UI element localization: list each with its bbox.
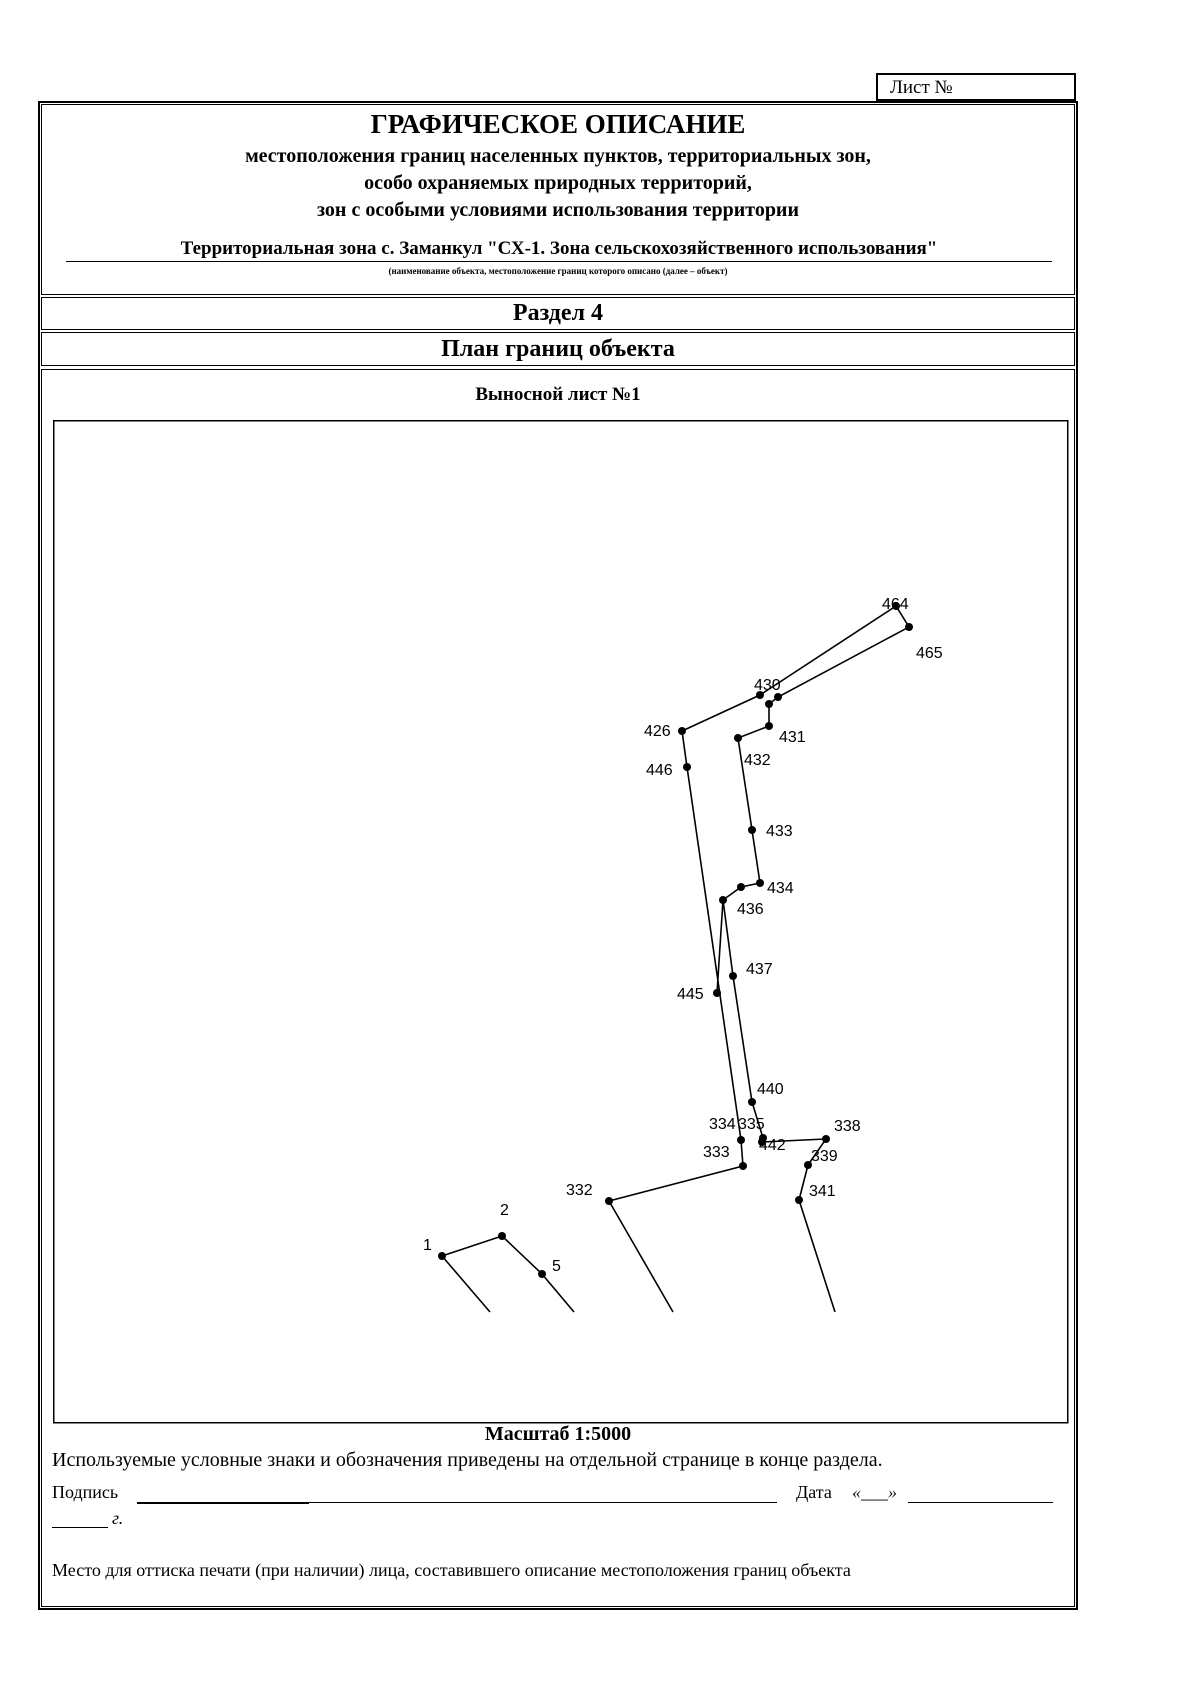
sheet-number-box: Лист №	[876, 73, 1076, 101]
plan-title: План границ объекта	[41, 332, 1075, 366]
date-year-line	[52, 1527, 108, 1528]
vertex-label-5: 5	[552, 1258, 561, 1275]
sheet-subtitle: Выносной лист №1	[475, 384, 641, 405]
boundary-vertex-446	[683, 763, 691, 771]
plan-body-frame	[41, 369, 1075, 1607]
signature-line	[137, 1502, 777, 1503]
vertex-label-334: 334	[709, 1116, 736, 1133]
form-subtitle-line-1: местоположения границ населенных пунктов…	[245, 145, 871, 167]
sheet-number-label: Лист №	[890, 77, 953, 98]
boundary-vertex-436	[719, 896, 727, 904]
object-name-note: (наименование объекта, местоположение гр…	[388, 266, 728, 276]
seal-note: Место для оттиска печати (при наличии) л…	[52, 1560, 851, 1580]
vertex-label-446: 446	[646, 762, 673, 779]
vertex-label-333: 333	[703, 1144, 730, 1161]
boundary-vertex-440	[748, 1098, 756, 1106]
map-scale: Масштаб 1:5000	[484, 1423, 632, 1445]
boundary-vertex-432	[734, 734, 742, 742]
boundary-vertex-430a	[756, 691, 764, 699]
vertex-label-1: 1	[423, 1237, 432, 1254]
vertex-label-436: 436	[737, 901, 764, 918]
boundary-line-4	[607, 604, 911, 1313]
year-suffix: г.	[112, 1508, 124, 1528]
boundary-vertex-430b	[765, 700, 773, 708]
vertex-label-431: 431	[779, 729, 806, 746]
vertex-label-464: 464	[882, 596, 909, 613]
vertex-label-339: 339	[811, 1148, 838, 1165]
form-title: ГРАФИЧЕСКОЕ ОПИСАНИЕ	[370, 109, 746, 139]
map-frame	[53, 420, 1069, 1424]
vertex-label-426: 426	[644, 723, 671, 740]
form-subtitle-line-3: зон с особыми условиями использования те…	[317, 199, 799, 221]
vertex-label-335: 335	[738, 1116, 765, 1133]
boundary-vertex-2	[498, 1232, 506, 1240]
signature-label: Подпись	[52, 1482, 119, 1502]
boundary-vertex-333	[739, 1162, 747, 1170]
vertex-label-432: 432	[744, 752, 771, 769]
boundary-vertex-437	[729, 972, 737, 980]
legend-note: Используемые условные знаки и обозначени…	[52, 1449, 883, 1471]
boundary-vertex-465	[905, 623, 913, 631]
boundary-vertex-434	[756, 879, 764, 887]
vertex-label-434: 434	[767, 880, 794, 897]
vertex-label-433: 433	[766, 823, 793, 840]
boundary-vertex-433	[748, 826, 756, 834]
form-outer-frame	[38, 101, 1078, 1610]
boundary-line-1	[441, 1235, 543, 1275]
vertex-label-338: 338	[834, 1118, 861, 1135]
vertex-label-332: 332	[566, 1182, 593, 1199]
object-name: Территориальная зона с. Заманкул "СХ-1. …	[66, 238, 1052, 262]
boundary-vertex-339	[804, 1161, 812, 1169]
vertex-label-442: 442	[759, 1137, 786, 1154]
vertex-label-445: 445	[677, 986, 704, 1003]
boundary-line-3	[541, 1273, 575, 1313]
vertex-label-440: 440	[757, 1081, 784, 1098]
vertex-label-437: 437	[746, 961, 773, 978]
section-title: Раздел 4	[41, 297, 1075, 330]
boundary-vertex-442	[758, 1138, 766, 1146]
boundary-vertex-338	[822, 1135, 830, 1143]
boundary-vertex-464	[892, 602, 900, 610]
form-header: ГРАФИЧЕСКОЕ ОПИСАНИЕ местоположения гран…	[41, 104, 1075, 295]
boundary-vertex-332	[605, 1197, 613, 1205]
boundary-line-2	[441, 1255, 491, 1313]
boundary-line-5	[716, 899, 724, 994]
date-label: Дата	[796, 1482, 832, 1502]
date-day-quotes: «___»	[852, 1482, 897, 1502]
date-month-line	[908, 1502, 1053, 1503]
vertex-label-430a: 430	[754, 677, 781, 694]
vertex-label-2: 2	[500, 1202, 509, 1219]
boundary-vertex-341	[795, 1196, 803, 1204]
boundary-vertex-430c	[774, 693, 782, 701]
form-subtitle-line-2: особо охраняемых природных территорий,	[364, 172, 752, 194]
boundary-vertex-445	[713, 989, 721, 997]
boundary-vertex-334	[737, 1136, 745, 1144]
boundary-vertex-435	[737, 883, 745, 891]
vertex-label-341: 341	[809, 1183, 836, 1200]
boundary-vertex-5	[538, 1270, 546, 1278]
signature-line-marker	[137, 1502, 309, 1504]
boundary-vertex-431	[765, 722, 773, 730]
boundary-vertex-1	[438, 1252, 446, 1260]
boundary-vertex-426	[678, 727, 686, 735]
vertex-label-465: 465	[916, 645, 943, 662]
